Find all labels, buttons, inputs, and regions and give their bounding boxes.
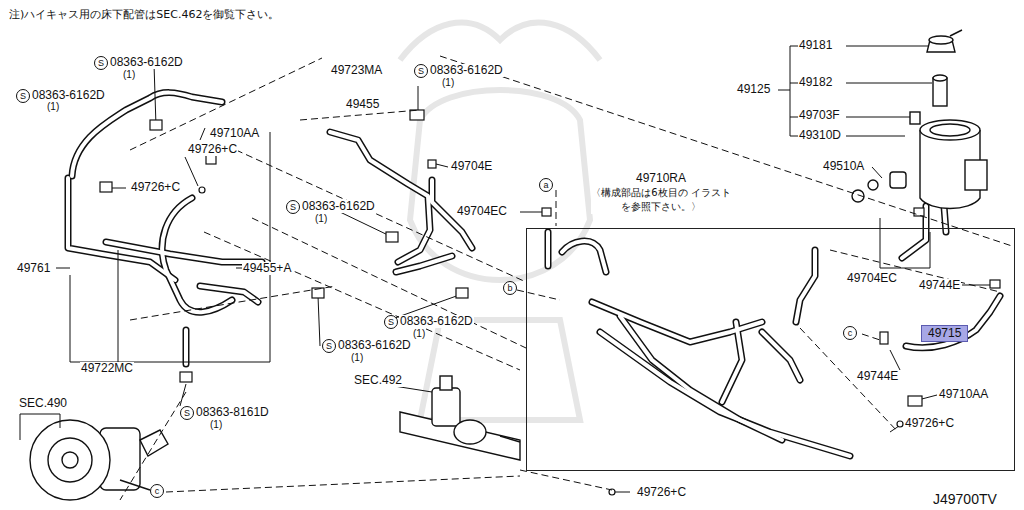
quantity: (1) bbox=[46, 101, 60, 112]
part-number: 49710RA bbox=[636, 171, 686, 185]
quantity: (1) bbox=[441, 77, 455, 88]
callout-number: 49761 bbox=[16, 262, 51, 275]
circle-marker: S bbox=[16, 89, 30, 103]
callout-number: 49726+C bbox=[187, 143, 238, 156]
callout-number: 49510A bbox=[822, 160, 865, 173]
circle-marker: S bbox=[180, 406, 194, 420]
callout-number: 49310D bbox=[798, 129, 842, 142]
callout-number: 49726+C bbox=[636, 486, 687, 499]
quantity: (1) bbox=[350, 352, 364, 363]
circle-marker: S bbox=[322, 339, 336, 353]
callout-number: 49726+C bbox=[130, 181, 181, 194]
circle-marker: a bbox=[539, 178, 553, 192]
section-reference: SEC.492 bbox=[353, 374, 403, 387]
callout-number: 49703F bbox=[798, 109, 841, 122]
callout-number: 08363-6162D bbox=[429, 64, 504, 77]
callout-number: 49704EC bbox=[456, 205, 508, 218]
callout-number: 49182 bbox=[798, 76, 833, 89]
callout-number: 49181 bbox=[798, 39, 833, 52]
callout-number: 08363-6162D bbox=[109, 56, 184, 69]
circle-marker: S bbox=[94, 56, 108, 70]
callout-number: 49125 bbox=[736, 83, 771, 96]
callout-number: 49455 bbox=[345, 98, 380, 111]
callout-number: 08363-6162D bbox=[399, 315, 474, 328]
callout-number: 49704EC bbox=[846, 272, 898, 285]
circle-marker: c bbox=[843, 326, 857, 340]
circle-marker: S bbox=[286, 200, 300, 214]
section-reference: SEC.490 bbox=[18, 397, 68, 410]
box-heading: 49710RA〈構成部品は6枚目の イラストを参照下さい。〉 bbox=[586, 168, 736, 214]
box-frame bbox=[526, 228, 1015, 471]
callout-number: 49726+C bbox=[904, 417, 955, 430]
callout-number: 49455+A bbox=[242, 262, 292, 275]
callout-number: 49710AA bbox=[209, 127, 260, 140]
callout-number: 49704E bbox=[450, 160, 493, 173]
callout-number: 08363-6162D bbox=[301, 200, 376, 213]
highlighted-part-number: 49715 bbox=[921, 325, 968, 342]
callout-number: 08363-6162D bbox=[31, 89, 106, 102]
callout-number: 08363-6162D bbox=[337, 339, 412, 352]
circle-marker: S bbox=[384, 315, 398, 329]
diagram-code: J49700TV bbox=[932, 491, 998, 507]
callout-number: 49710AA bbox=[938, 388, 989, 401]
quantity: (1) bbox=[209, 419, 223, 430]
note-text: 注)ハイキャス用の床下配管はSEC.462を御覧下さい。 bbox=[8, 8, 280, 21]
callout-number: 49722MC bbox=[80, 362, 134, 375]
callout-number: 49723MA bbox=[330, 64, 383, 77]
callout-number: 49744E bbox=[918, 279, 961, 292]
quantity: (1) bbox=[314, 213, 328, 224]
circle-marker: b bbox=[503, 281, 517, 295]
quantity: (1) bbox=[122, 69, 136, 80]
quantity: (1) bbox=[412, 328, 426, 339]
circle-marker: S bbox=[414, 64, 428, 78]
callout-number: 49744E bbox=[856, 370, 899, 383]
callout-number: 08363-8161D bbox=[195, 406, 270, 419]
circle-marker: c bbox=[150, 484, 164, 498]
note-text: 〈構成部品は6枚目の イラストを参照下さい。〉 bbox=[591, 186, 731, 214]
